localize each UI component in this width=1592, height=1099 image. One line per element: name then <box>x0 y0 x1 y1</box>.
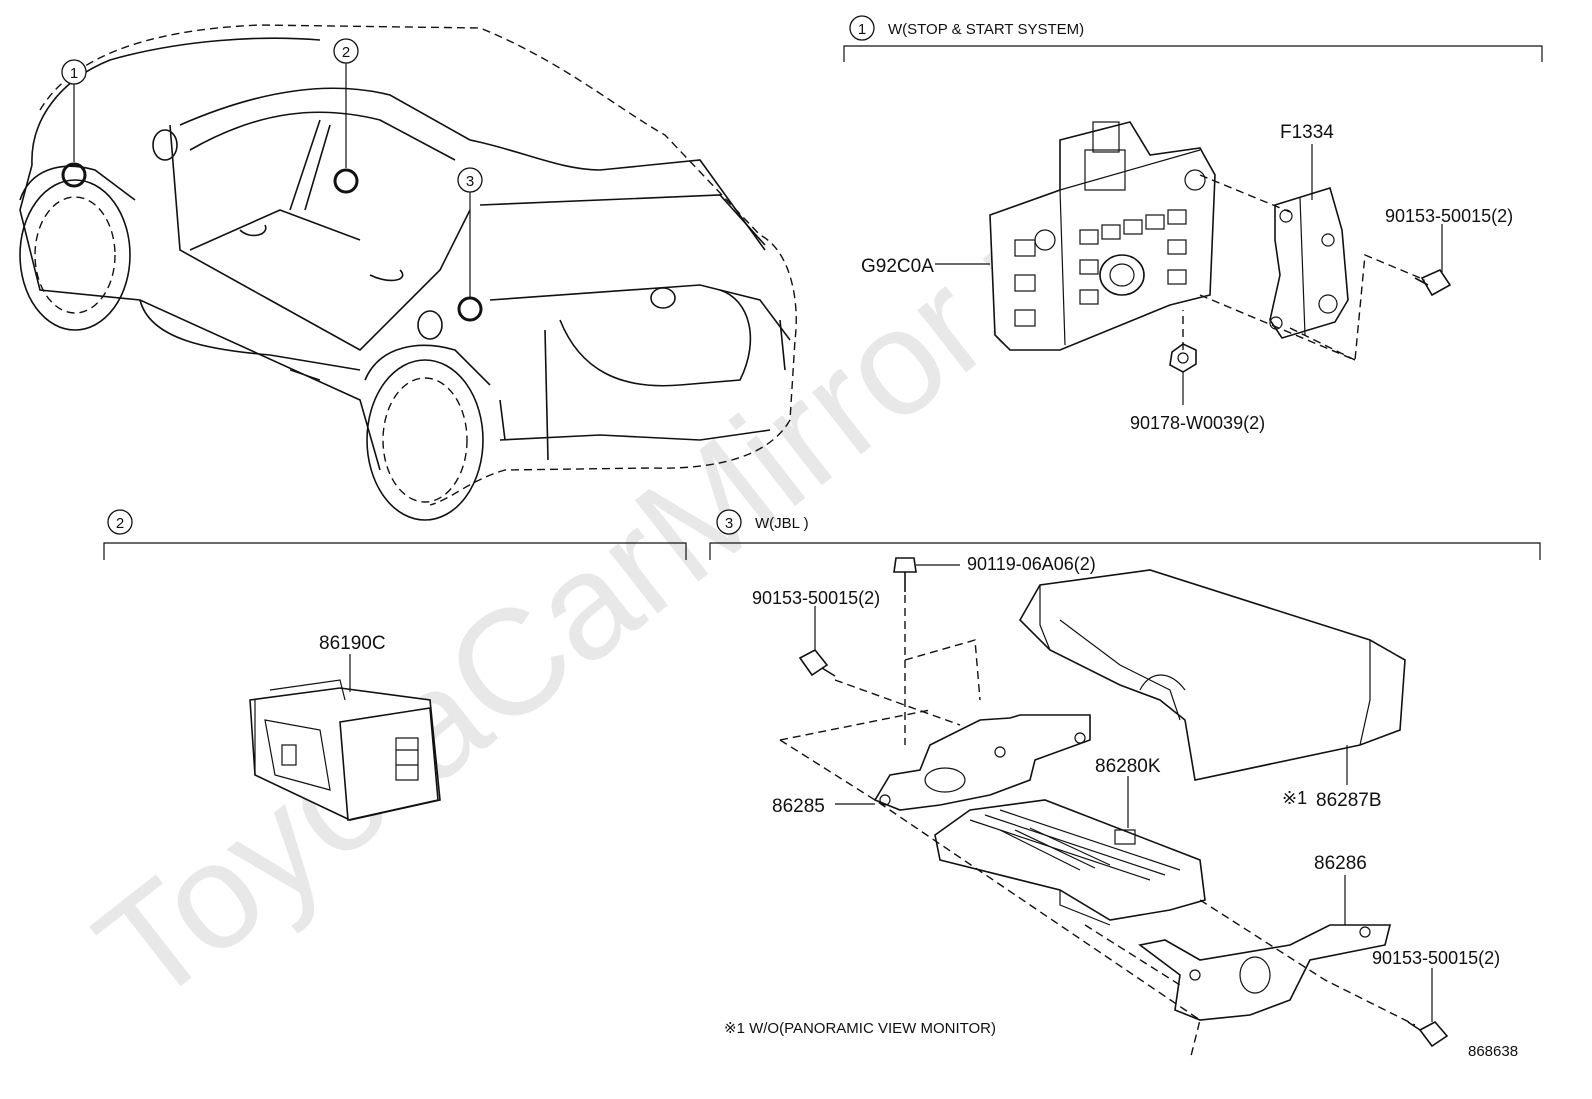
svg-text:3: 3 <box>466 173 474 190</box>
footnote: ※1 W/O(PANORAMIC VIEW MONITOR) <box>724 1020 996 1037</box>
bolt-90153-mid <box>798 648 836 677</box>
section-1-header: 1 W(STOP & START SYSTEM) <box>843 15 1543 62</box>
svg-text:1: 1 <box>70 65 78 82</box>
label-86190c: 86190C <box>319 633 386 654</box>
section-2-header: 2 <box>103 509 687 560</box>
svg-text:W(JBL ): W(JBL ) <box>755 515 809 532</box>
label-90119: 90119-06A06(2) <box>967 554 1096 574</box>
vehicle-callout-3: 3 <box>457 167 483 322</box>
amplifier-86280k <box>934 799 1206 926</box>
vehicle-callout-2: 2 <box>333 38 359 194</box>
label-f1334: F1334 <box>1280 122 1334 143</box>
label-86286: 86286 <box>1314 853 1367 874</box>
watermark: ToyotaCarMirror.ru <box>66 138 1148 1035</box>
svg-text:1: 1 <box>858 21 866 38</box>
bracket-86286 <box>1138 924 1392 1021</box>
label-90178: 90178-W0039(2) <box>1130 413 1265 433</box>
diagram-code: 868638 <box>1468 1043 1518 1060</box>
stop-start-computer-g92c0a <box>989 121 1216 351</box>
cover-86287b <box>1019 569 1406 781</box>
bolt-90153-bottom <box>1407 1020 1449 1048</box>
bracket-86285 <box>873 714 1091 811</box>
svg-text:3: 3 <box>725 515 733 532</box>
label-90153-mid: 90153-50015(2) <box>752 588 880 608</box>
vehicle-callout-1: 1 <box>61 59 87 188</box>
section-3-header: 3 W(JBL ) <box>709 509 1541 560</box>
bolt-90119 <box>893 557 917 592</box>
label-90153-top: 90153-50015(2) <box>1385 206 1513 226</box>
svg-text:2: 2 <box>116 515 124 532</box>
svg-text:2: 2 <box>342 44 350 61</box>
cover-mark: ※1 <box>1282 788 1307 808</box>
label-86280k: 86280K <box>1095 756 1161 777</box>
label-86287b: 86287B <box>1316 790 1382 811</box>
vehicle-illustration <box>19 24 797 521</box>
label-g92c0a: G92C0A <box>861 256 934 277</box>
switch-86190c <box>249 679 441 821</box>
assembly-lines-1 <box>1182 174 1426 362</box>
assembly-lines-3 <box>779 595 1416 1061</box>
label-90153-bottom: 90153-50015(2) <box>1372 948 1500 968</box>
label-86285: 86285 <box>772 796 825 817</box>
bracket-f1334 <box>1269 186 1349 339</box>
bolt-90153-top <box>1414 268 1452 297</box>
svg-text:W(STOP & START SYSTEM): W(STOP & START SYSTEM) <box>888 21 1084 38</box>
